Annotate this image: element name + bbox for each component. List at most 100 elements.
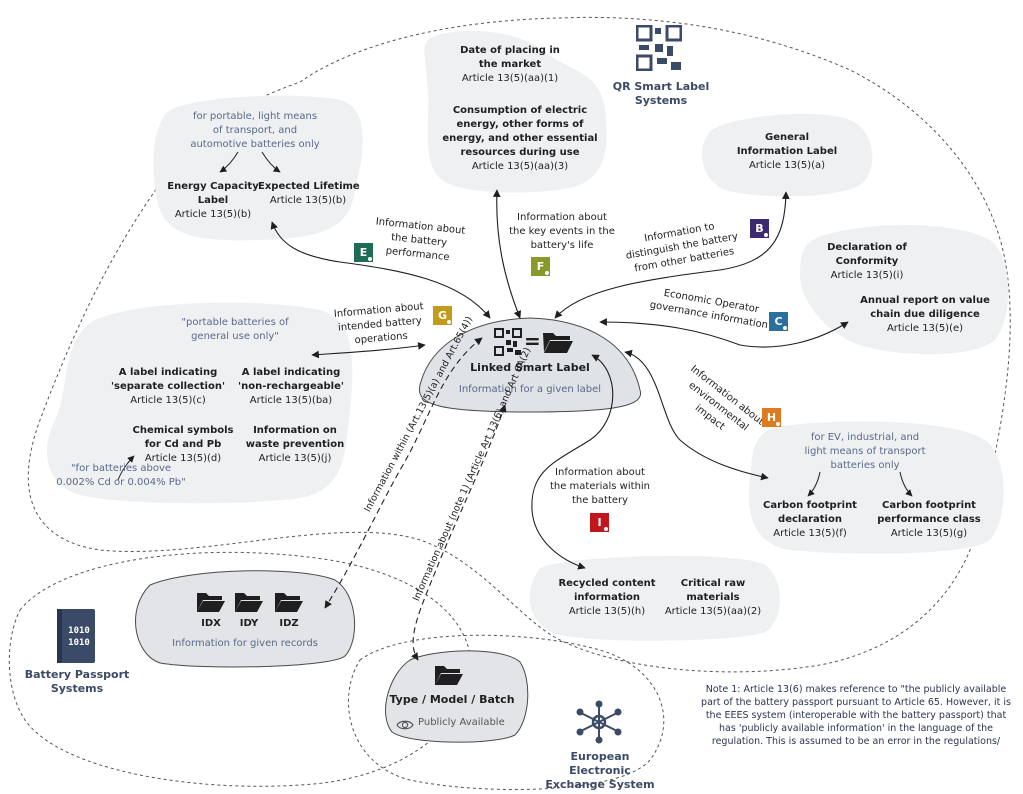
center-folder-icon xyxy=(542,330,574,354)
edge-H xyxy=(624,349,769,481)
general-blob xyxy=(702,113,873,197)
waste-prevention-item: Information on waste prevention Article … xyxy=(240,424,350,466)
carbon-performance-line2: performance class xyxy=(877,514,981,525)
recycled-content-line2: information xyxy=(573,592,641,603)
badge-E: E xyxy=(354,243,373,262)
energy-consumption-line3: energy, and other essential xyxy=(442,133,598,144)
edge-I-label-line3: the battery xyxy=(571,495,629,506)
edge-I-label-line1: Information about xyxy=(555,467,645,478)
separate-collection-line1: A label indicating xyxy=(118,367,218,378)
energy-consumption-line1: Consumption of electric xyxy=(452,105,588,116)
badge-F: F xyxy=(531,257,550,276)
chemical-symbols-item: Chemical symbols for Cd and Pb Article 1… xyxy=(128,424,238,466)
carbon-note-line2: light means of transport xyxy=(804,446,926,457)
annual-report-line2: chain due diligence xyxy=(870,309,980,320)
date-placing-line2: the market xyxy=(478,59,542,70)
conformity-blob xyxy=(800,224,1009,355)
battery-passport-icon: 1010 1010 xyxy=(57,609,95,663)
carbon-note-line3: batteries only xyxy=(830,460,900,471)
records-subtitle: Information for given records xyxy=(172,638,318,649)
record-folder-icon xyxy=(274,591,304,613)
energy-consumption-line4: resources during use xyxy=(460,147,580,158)
svg-text:1010: 1010 xyxy=(68,638,90,648)
center-qr-icon xyxy=(494,328,522,356)
carbon-note: for EV, industrial, and light means of t… xyxy=(790,431,940,473)
edge-I-label-line2: the materials within xyxy=(549,481,651,492)
edge-F-label: Information about the key events in the … xyxy=(500,211,624,253)
annual-report-ref: Article 13(5)(e) xyxy=(886,323,964,334)
date-placing-ref: Article 13(5)(aa)(1) xyxy=(461,73,559,84)
network-exchange-icon xyxy=(574,700,624,744)
energy-capacity-ref: Article 13(5)(b) xyxy=(174,209,252,220)
general-info-line1: General xyxy=(765,132,809,143)
general-info-line2: Information Label xyxy=(736,146,838,157)
record-label-idy: IDY xyxy=(239,618,259,629)
energy-note-line2: of transport, and xyxy=(212,125,298,136)
waste-prevention-line1: Information on xyxy=(253,425,337,436)
battery-passport-label: Battery Passport Systems xyxy=(22,668,132,696)
carbon-blob xyxy=(748,421,1004,554)
portable-note2-arrow xyxy=(117,455,135,481)
energy-note: for portable, light means of transport, … xyxy=(180,110,330,152)
badge-G: G xyxy=(433,306,452,325)
energy-blob xyxy=(153,95,363,241)
center-title: Linked Smart Label xyxy=(470,361,590,374)
badge-I: I xyxy=(590,513,609,532)
separate-collection-ref: Article 13(5)(c) xyxy=(130,395,206,406)
general-info-ref: Article 13(5)(a) xyxy=(748,160,826,171)
recycled-content-ref: Article 13(5)(h) xyxy=(568,606,646,617)
edge-G-label: Information about intended battery opera… xyxy=(328,300,431,351)
carbon-declaration-ref: Article 13(5)(f) xyxy=(773,528,847,539)
portable-note2-line1: "for batteries above xyxy=(70,463,172,474)
energy-capacity-item: Energy Capacity Label Article 13(5)(b) xyxy=(167,180,259,222)
chemical-symbols-ref: Article 13(5)(d) xyxy=(144,453,222,464)
eye-icon xyxy=(396,716,414,730)
annual-report-item: Annual report on value chain due diligen… xyxy=(855,294,995,336)
eees-label: European Electronic Exchange System xyxy=(538,750,662,792)
separate-collection-line2: 'separate collection' xyxy=(110,381,226,392)
qr-code-icon xyxy=(635,24,683,72)
qr-systems-label: QR Smart Label Systems xyxy=(606,80,716,108)
declaration-conformity-ref: Article 13(5)(i) xyxy=(830,270,904,281)
edge-I xyxy=(531,354,614,570)
energy-note-arrow-left xyxy=(219,151,239,173)
recycled-content-item: Recycled content information Article 13(… xyxy=(552,577,662,619)
qr-systems-label-line2: Systems xyxy=(634,94,688,107)
general-info-item: General Information Label Article 13(5)(… xyxy=(722,131,852,173)
edge-F-label-line2: the key events in the xyxy=(509,226,615,237)
edge-F-label-line1: Information about xyxy=(517,212,607,223)
declaration-conformity-item: Declaration of Conformity Article 13(5)(… xyxy=(812,241,922,283)
critical-raw-item: Critical raw materials Article 13(5)(aa)… xyxy=(658,577,768,619)
dates-blob xyxy=(424,30,607,193)
energy-note-line3: automotive batteries only xyxy=(190,139,320,150)
portable-note: "portable batteries of general use only" xyxy=(165,316,305,344)
carbon-performance-ref: Article 13(5)(g) xyxy=(890,528,968,539)
expected-lifetime-ref: Article 13(5)(b) xyxy=(269,195,347,206)
badge-H: H xyxy=(762,408,781,427)
record-label-idx: IDX xyxy=(201,618,221,629)
records-blob xyxy=(135,570,356,668)
center-subtitle: Information for a given label xyxy=(458,384,602,395)
portable-note2: "for batteries above 0.002% Cd or 0.004%… xyxy=(46,462,196,490)
critical-raw-line1: Critical raw xyxy=(680,578,746,589)
expected-lifetime-item: Expected Lifetime Article 13(5)(b) xyxy=(258,180,360,208)
carbon-declaration-item: Carbon footprint declaration Article 13(… xyxy=(755,499,865,541)
non-rechargeable-line1: A label indicating xyxy=(241,367,341,378)
recycled-blob xyxy=(529,555,780,641)
carbon-note-arrow-right xyxy=(899,471,913,497)
edge-I-label: Information about the materials within t… xyxy=(545,466,655,508)
separate-collection-item: A label indicating 'separate collection'… xyxy=(108,366,228,408)
type-folder-icon xyxy=(434,664,464,686)
portable-note-line2: general use only" xyxy=(191,331,279,342)
non-rechargeable-item: A label indicating 'non-rechargeable' Ar… xyxy=(232,366,350,408)
chemical-symbols-line2: for Cd and Pb xyxy=(144,439,222,450)
critical-raw-ref: Article 13(5)(aa)(2) xyxy=(664,606,762,617)
energy-note-arrow-right xyxy=(261,151,281,173)
carbon-declaration-line1: Carbon footprint xyxy=(763,500,857,511)
declaration-conformity-line2: Conformity xyxy=(835,256,899,267)
carbon-note-line1: for EV, industrial, and xyxy=(810,432,920,443)
edge-E xyxy=(270,221,491,319)
eees-system-boundary xyxy=(347,634,665,791)
portable-blob xyxy=(47,302,353,504)
energy-capacity-line2: Label xyxy=(197,195,229,206)
